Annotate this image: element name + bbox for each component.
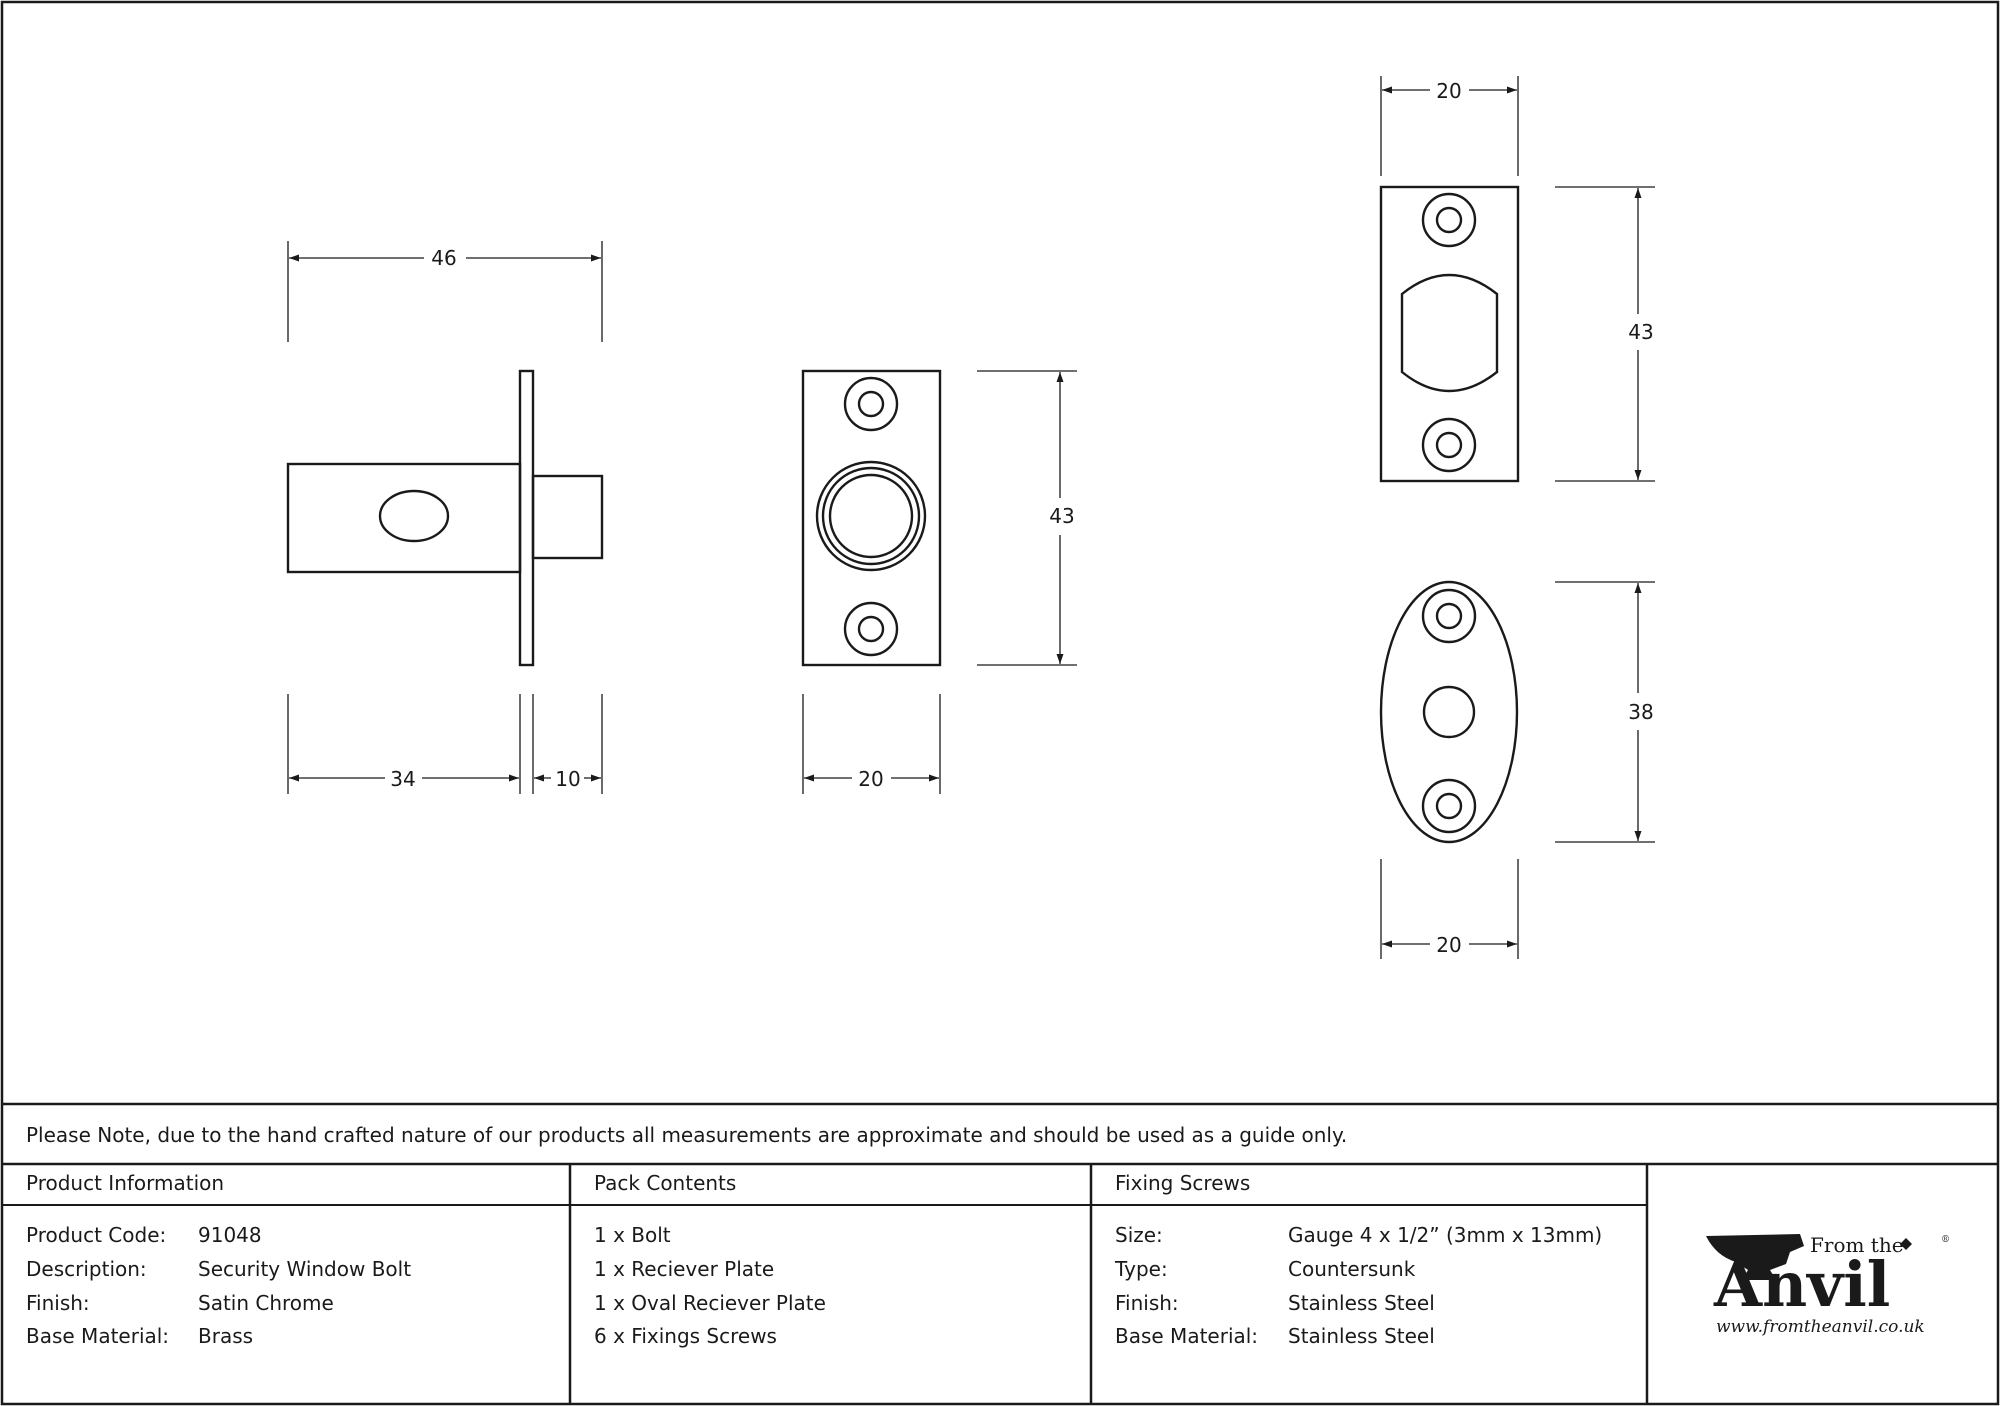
screw-hole xyxy=(1435,206,1463,234)
screw-base-material-label: Base Material: xyxy=(1115,1324,1258,1348)
screw-hole-countersink xyxy=(1421,192,1477,248)
pack-contents-heading: Pack Contents xyxy=(594,1171,736,1195)
dim-label-oval-height: 38 xyxy=(1628,700,1653,724)
dim-label-receiver-height: 43 xyxy=(1049,504,1074,528)
fixing-screws-heading: Fixing Screws xyxy=(1115,1171,1250,1195)
oval-socket xyxy=(1422,685,1476,739)
screw-hole-countersink xyxy=(843,376,899,432)
striker-plate-outline xyxy=(1379,185,1520,483)
logo-website: www.fromtheanvil.co.uk xyxy=(1716,1317,1925,1337)
pack-item: 1 x Bolt xyxy=(594,1223,671,1247)
logo-from-the: From the xyxy=(1810,1233,1904,1257)
bolt-side-view xyxy=(286,369,604,667)
screw-hole xyxy=(1435,792,1463,820)
screw-hole-countersink xyxy=(1421,417,1477,473)
dimension-oval-width: 20 xyxy=(1380,859,1519,959)
measurement-note: Please Note, due to the hand crafted nat… xyxy=(26,1123,1347,1147)
dim-label-receiver-width: 20 xyxy=(858,767,883,791)
dim-label-striker-width: 20 xyxy=(1436,79,1461,103)
anvil-icon xyxy=(1706,1234,1804,1280)
registered-mark-icon: ® xyxy=(1941,1235,1950,1245)
dimension-striker-width: 20 xyxy=(1380,76,1519,176)
pack-item: 6 x Fixings Screws xyxy=(594,1324,777,1348)
bolt-key-hole xyxy=(378,489,450,543)
screw-hole-countersink xyxy=(843,601,899,657)
dimension-oval-height: 38 xyxy=(1555,581,1655,843)
logo-anvil: Anvil xyxy=(1713,1248,1890,1321)
dim-label-bolt-body: 34 xyxy=(390,767,415,791)
info-footer: Please Note, due to the hand crafted nat… xyxy=(2,1102,1998,1404)
screw-hole-countersink xyxy=(1421,778,1477,834)
dimension-bolt-width: 46 xyxy=(287,241,603,342)
pack-item: 1 x Oval Reciever Plate xyxy=(594,1291,826,1315)
receiver-plate xyxy=(801,369,942,667)
product-code-label: Product Code: xyxy=(26,1223,166,1247)
receiver-ring-inner xyxy=(821,466,921,566)
screw-size-value: Gauge 4 x 1/2” (3mm x 13mm) xyxy=(1288,1223,1602,1247)
oval-receiver-plate xyxy=(1379,580,1519,844)
receiver-ring-outer xyxy=(815,460,927,572)
pack-item: 1 x Reciever Plate xyxy=(594,1257,774,1281)
from-the-anvil-logo: From the ® Anvil www.fromtheanvil.co.uk xyxy=(1706,1233,1950,1337)
screw-size-label: Size: xyxy=(1115,1223,1163,1247)
bolt-face-plate xyxy=(518,369,535,667)
oval-plate-outline xyxy=(1379,580,1519,844)
receiver-plate-outline xyxy=(801,369,942,667)
finish-label: Finish: xyxy=(26,1291,90,1315)
dim-label-bolt-shoot: 10 xyxy=(555,767,580,791)
diamond-icon xyxy=(1900,1238,1912,1250)
screw-hole xyxy=(857,390,885,418)
screw-finish-label: Finish: xyxy=(1115,1291,1179,1315)
striker-opening xyxy=(1400,273,1499,393)
bolt-body xyxy=(286,462,522,574)
dimension-striker-height: 43 xyxy=(1555,186,1655,482)
striker-plate xyxy=(1379,185,1520,483)
screw-type-label: Type: xyxy=(1114,1257,1168,1281)
dim-label-striker-height: 43 xyxy=(1628,320,1653,344)
screw-hole xyxy=(857,615,885,643)
finish-value: Satin Chrome xyxy=(198,1291,334,1315)
dimension-bolt-body-and-shoot: 34 10 xyxy=(287,694,603,794)
screw-hole xyxy=(1435,602,1463,630)
description-value: Security Window Bolt xyxy=(198,1257,411,1281)
screw-hole xyxy=(1435,431,1463,459)
bolt-shoot xyxy=(531,474,604,560)
dim-label-bolt-width: 46 xyxy=(431,246,456,270)
receiver-socket xyxy=(828,473,914,559)
product-information-heading: Product Information xyxy=(26,1171,224,1195)
base-material-value: Brass xyxy=(198,1324,253,1348)
dimension-receiver-width: 20 xyxy=(802,694,941,794)
screw-type-value: Countersunk xyxy=(1288,1257,1416,1281)
description-label: Description: xyxy=(26,1257,147,1281)
screw-hole-countersink xyxy=(1421,588,1477,644)
product-code-value: 91048 xyxy=(198,1223,262,1247)
base-material-label: Base Material: xyxy=(26,1324,169,1348)
dimension-receiver-height: 43 xyxy=(977,370,1077,666)
dim-label-oval-width: 20 xyxy=(1436,933,1461,957)
screw-base-material-value: Stainless Steel xyxy=(1288,1324,1435,1348)
screw-finish-value: Stainless Steel xyxy=(1288,1291,1435,1315)
